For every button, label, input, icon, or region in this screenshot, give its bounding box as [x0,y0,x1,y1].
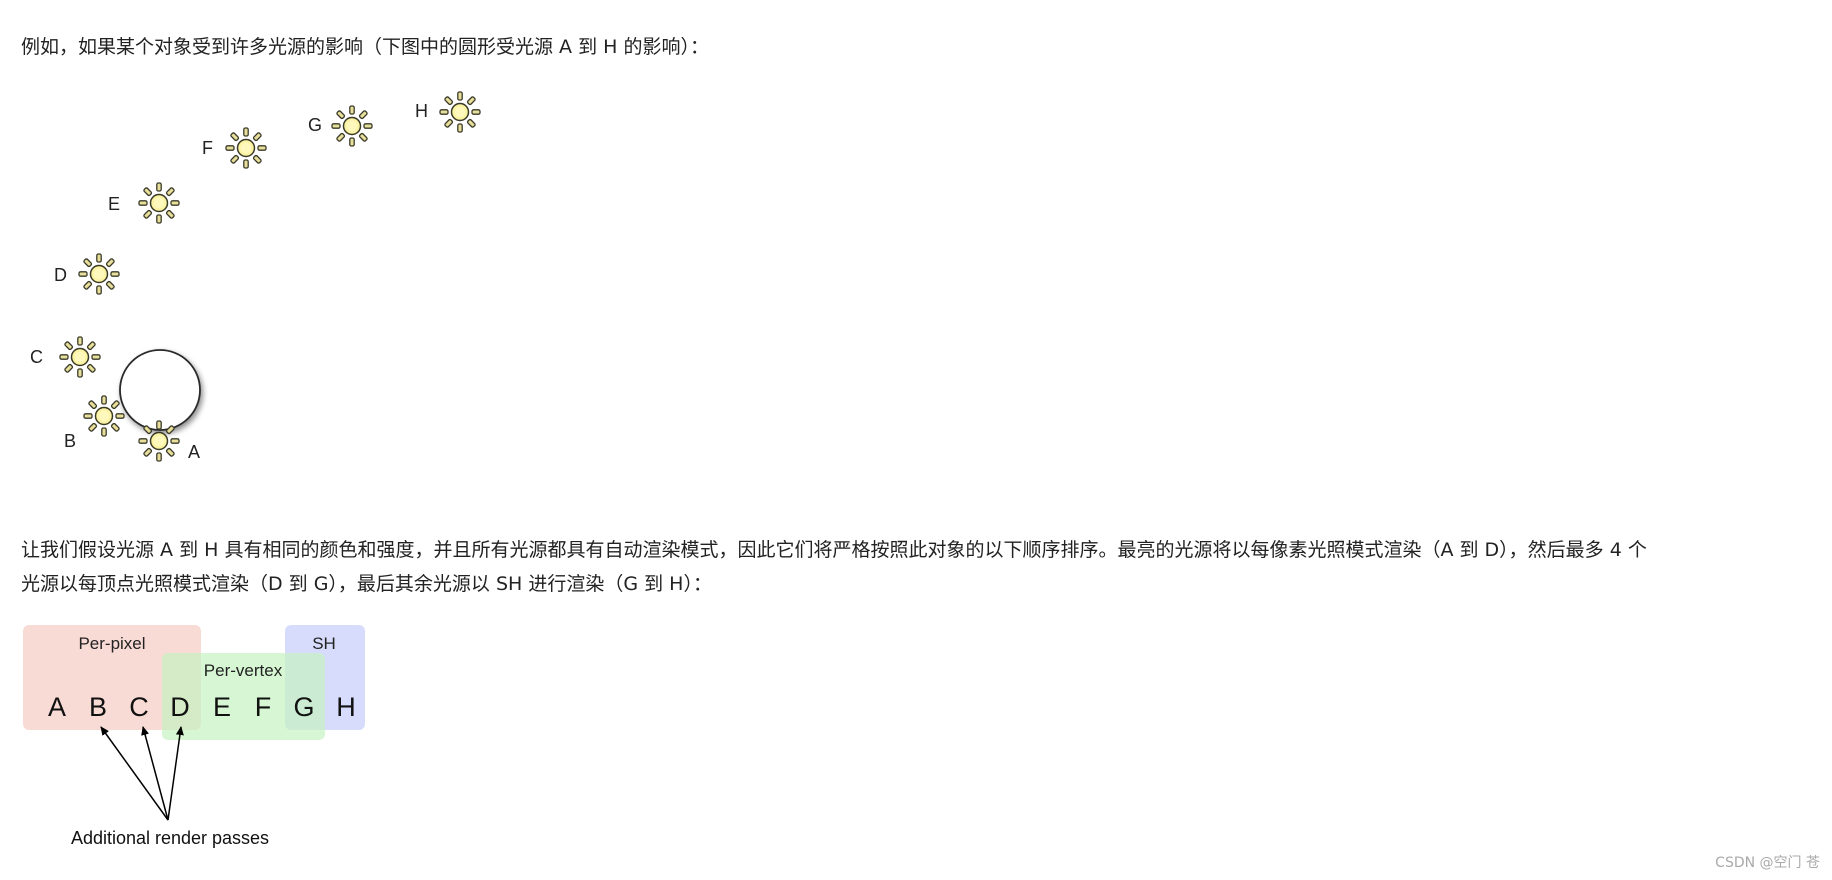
pass-letter-H: H [336,692,356,722]
light-label-B: B [64,431,76,451]
light-B: B [64,395,125,451]
light-G: G [308,105,373,147]
light-F: F [202,127,267,169]
pass-letter-D: D [170,692,190,722]
light-E: E [108,182,180,224]
per-vertex-label: Per-vertex [204,661,283,680]
light-H: H [415,91,481,133]
arrow-to-B [100,726,169,821]
light-label-G: G [308,115,322,135]
passes-caption: Additional render passes [71,828,269,848]
light-label-E: E [108,194,120,214]
light-label-A: A [188,442,200,462]
pass-letter-A: A [48,692,66,722]
render-passes-diagram: Per-pixel Per-vertex SH A B C D E F G H … [23,625,365,848]
pass-letter-E: E [213,692,231,722]
per-pixel-label: Per-pixel [78,634,145,653]
pass-letter-F: F [255,692,272,722]
light-label-D: D [54,265,67,285]
pass-arrows [100,726,184,821]
light-label-C: C [30,347,43,367]
pass-letter-G: G [293,692,314,722]
pass-letter-B: B [89,692,107,722]
sh-label: SH [312,634,336,653]
lit-object-circle [119,349,201,431]
per-pixel-group-box [23,625,201,730]
intro-paragraph: 例如，如果某个对象受到许多光源的影响（下图中的圆形受光源 A 到 H 的影响）： [21,36,709,58]
pass-letter-C: C [129,692,149,722]
light-label-F: F [202,138,213,158]
light-C: C [30,336,101,378]
watermark: CSDN @空门 苍 [1715,855,1820,871]
per-vertex-group-box [162,653,325,740]
arrow-to-C [141,726,169,821]
light-label-H: H [415,101,428,121]
arrow-to-D [167,726,184,821]
lights-diagram: A B C D E F G H [30,91,481,462]
explain-paragraph-line1: 让我们假设光源 A 到 H 具有相同的颜色和强度，并且所有光源都具有自动渲染模式… [21,539,1647,561]
light-A: A [138,420,200,462]
explain-paragraph-line2: 光源以每顶点光照模式渲染（D 到 G），最后其余光源以 SH 进行渲染（G 到 … [21,573,712,595]
light-D: D [54,253,120,295]
